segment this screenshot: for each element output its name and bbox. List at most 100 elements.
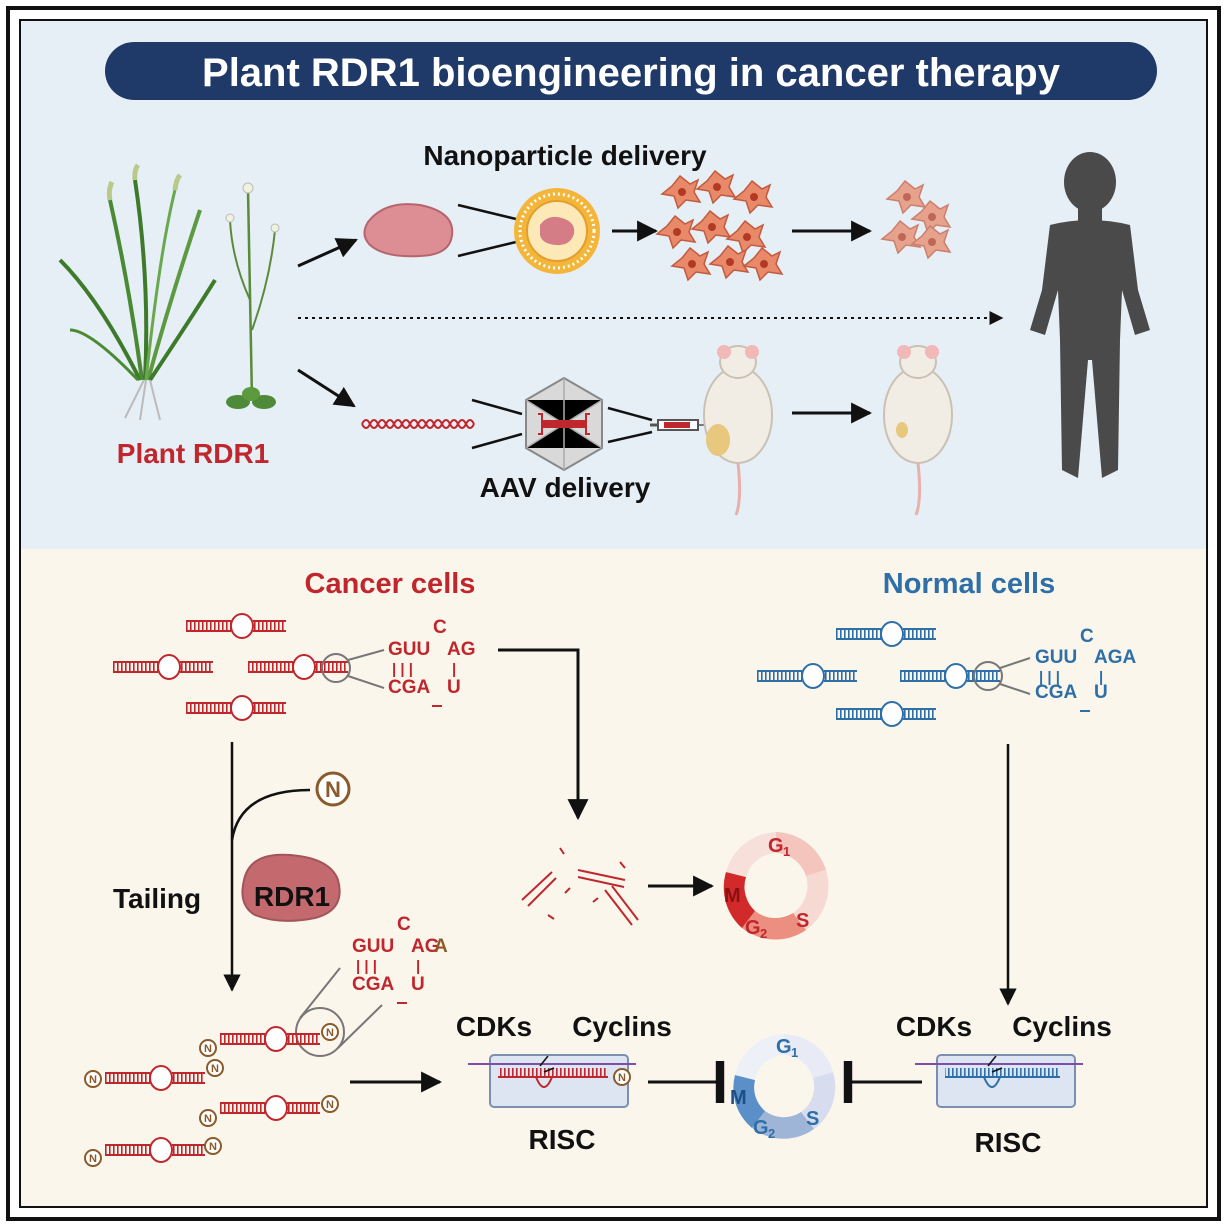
svg-text:N: N bbox=[209, 1141, 217, 1153]
normal-hairpin-sequence: C GUU AGA | | | | CGA U bbox=[1035, 626, 1137, 712]
svg-text:N: N bbox=[325, 777, 341, 802]
svg-text:|: | bbox=[416, 958, 420, 975]
svg-text:N: N bbox=[326, 1027, 334, 1039]
n-addition-curve bbox=[230, 788, 311, 841]
svg-text:RDR1: RDR1 bbox=[254, 881, 330, 912]
zoom-line bbox=[471, 432, 523, 450]
normal-risc-label: RISC bbox=[975, 1127, 1042, 1158]
svg-text:N: N bbox=[326, 1099, 334, 1111]
plant-rdr1-label: Plant RDR1 bbox=[117, 438, 269, 469]
zoom-line bbox=[347, 649, 385, 661]
cancer-risc-label: RISC bbox=[529, 1124, 596, 1155]
svg-text:N: N bbox=[89, 1153, 97, 1165]
tailed-hairpin-sequence: C GUU AG A | | | | CGA U bbox=[352, 914, 448, 1004]
svg-text:CGA: CGA bbox=[388, 677, 431, 698]
zoom-line bbox=[347, 675, 385, 689]
svg-text:G: G bbox=[768, 835, 784, 857]
svg-text:C: C bbox=[1080, 626, 1094, 647]
svg-text:A: A bbox=[434, 936, 448, 957]
svg-text:C: C bbox=[433, 617, 447, 638]
svg-text:C: C bbox=[397, 914, 411, 935]
syringe-icon bbox=[650, 419, 712, 431]
svg-text:1: 1 bbox=[783, 844, 790, 859]
n-tail-badges: N N N N N N N N bbox=[84, 1023, 339, 1167]
svg-text:N: N bbox=[618, 1072, 626, 1084]
svg-text:| | |: | | | bbox=[392, 661, 413, 678]
svg-text:GUU: GUU bbox=[1035, 647, 1077, 668]
zoom-circle bbox=[295, 1007, 345, 1057]
arabidopsis-plant-icon bbox=[225, 182, 280, 409]
svg-text:S: S bbox=[806, 1108, 819, 1130]
human-silhouette-icon bbox=[1030, 152, 1150, 478]
cancer-cells-heading: Cancer cells bbox=[305, 568, 476, 600]
svg-text:2: 2 bbox=[768, 1126, 775, 1141]
zoom-line bbox=[457, 240, 517, 258]
zoom-circle bbox=[321, 653, 351, 683]
arrow-to-protein bbox=[297, 238, 358, 268]
n-nucleotide-badge: N bbox=[315, 771, 351, 807]
aav-delivery-label: AAV delivery bbox=[480, 472, 651, 503]
cancer-hairpin-sequence: C GUU AG | | | | CGA U bbox=[388, 617, 476, 707]
zoom-circle bbox=[973, 661, 1003, 691]
normal-cdks-label: CDKs bbox=[896, 1011, 972, 1042]
zoom-line bbox=[471, 398, 523, 416]
svg-text:GUU: GUU bbox=[352, 936, 394, 957]
svg-text:G: G bbox=[753, 1117, 769, 1139]
nanoparticle-icon bbox=[514, 188, 600, 274]
svg-text:M: M bbox=[730, 1087, 747, 1109]
mouse-with-tumor-icon bbox=[703, 345, 773, 516]
nanoparticle-delivery-label: Nanoparticle delivery bbox=[423, 140, 707, 171]
svg-text:U: U bbox=[1094, 682, 1108, 703]
normal-risc-complex bbox=[915, 1054, 1083, 1108]
svg-text:| | |: | | | bbox=[356, 958, 377, 975]
normal-cells-heading: Normal cells bbox=[883, 568, 1055, 600]
arrow-to-degradation bbox=[498, 648, 589, 821]
title: Plant RDR1 bioengineering in cancer ther… bbox=[202, 51, 1061, 95]
svg-text:AGA: AGA bbox=[1094, 647, 1137, 668]
zoom-line bbox=[999, 657, 1031, 669]
svg-text:N: N bbox=[204, 1043, 212, 1055]
rdr1-protein-blob bbox=[363, 203, 454, 258]
tailing-label: Tailing bbox=[113, 883, 201, 914]
cancer-cdks-label: CDKs bbox=[456, 1011, 532, 1042]
svg-text:N: N bbox=[89, 1074, 97, 1086]
svg-text:AG: AG bbox=[447, 639, 476, 660]
grass-plant-icon bbox=[58, 163, 217, 421]
zoom-line bbox=[999, 683, 1031, 695]
rdr1-gene-strand bbox=[361, 419, 475, 429]
treated-mouse-icon bbox=[883, 345, 953, 516]
aav-capsid-icon bbox=[525, 376, 603, 472]
cancer-cell-cycle-ring: G 1 S G 2 M bbox=[723, 832, 829, 941]
rdr1-enzyme-blob: RDR1 bbox=[241, 853, 341, 922]
zoom-line bbox=[299, 967, 341, 1019]
svg-text:GUU: GUU bbox=[388, 639, 430, 660]
svg-text:|: | bbox=[1099, 669, 1103, 686]
svg-text:S: S bbox=[796, 910, 809, 932]
zoom-line bbox=[607, 430, 653, 444]
svg-text:|: | bbox=[452, 661, 456, 678]
inner-frame bbox=[19, 19, 1208, 1208]
svg-text:M: M bbox=[724, 885, 741, 907]
zoom-line bbox=[457, 203, 517, 221]
top-panel bbox=[21, 21, 1206, 549]
normal-cell-cycle-ring: G 1 S G 2 M bbox=[730, 1034, 836, 1141]
cancer-risc-complex: N bbox=[468, 1054, 636, 1108]
svg-text:G: G bbox=[776, 1036, 792, 1058]
svg-text:AG: AG bbox=[411, 936, 440, 957]
svg-text:CGA: CGA bbox=[352, 974, 395, 995]
svg-text:CGA: CGA bbox=[1035, 682, 1078, 703]
svg-text:2: 2 bbox=[760, 926, 767, 941]
zoom-line bbox=[607, 406, 653, 422]
title-bar bbox=[105, 42, 1157, 100]
degraded-mirna-fragments-icon bbox=[521, 847, 639, 926]
zoom-line bbox=[337, 1004, 383, 1049]
cancer-cyclins-label: Cyclins bbox=[572, 1011, 672, 1042]
normal-cyclins-label: Cyclins bbox=[1012, 1011, 1112, 1042]
arrow-to-gene bbox=[297, 368, 356, 408]
svg-text:N: N bbox=[211, 1063, 219, 1075]
svg-text:G: G bbox=[745, 917, 761, 939]
svg-text:U: U bbox=[411, 974, 425, 995]
svg-text:U: U bbox=[447, 677, 461, 698]
svg-text:N: N bbox=[204, 1113, 212, 1125]
